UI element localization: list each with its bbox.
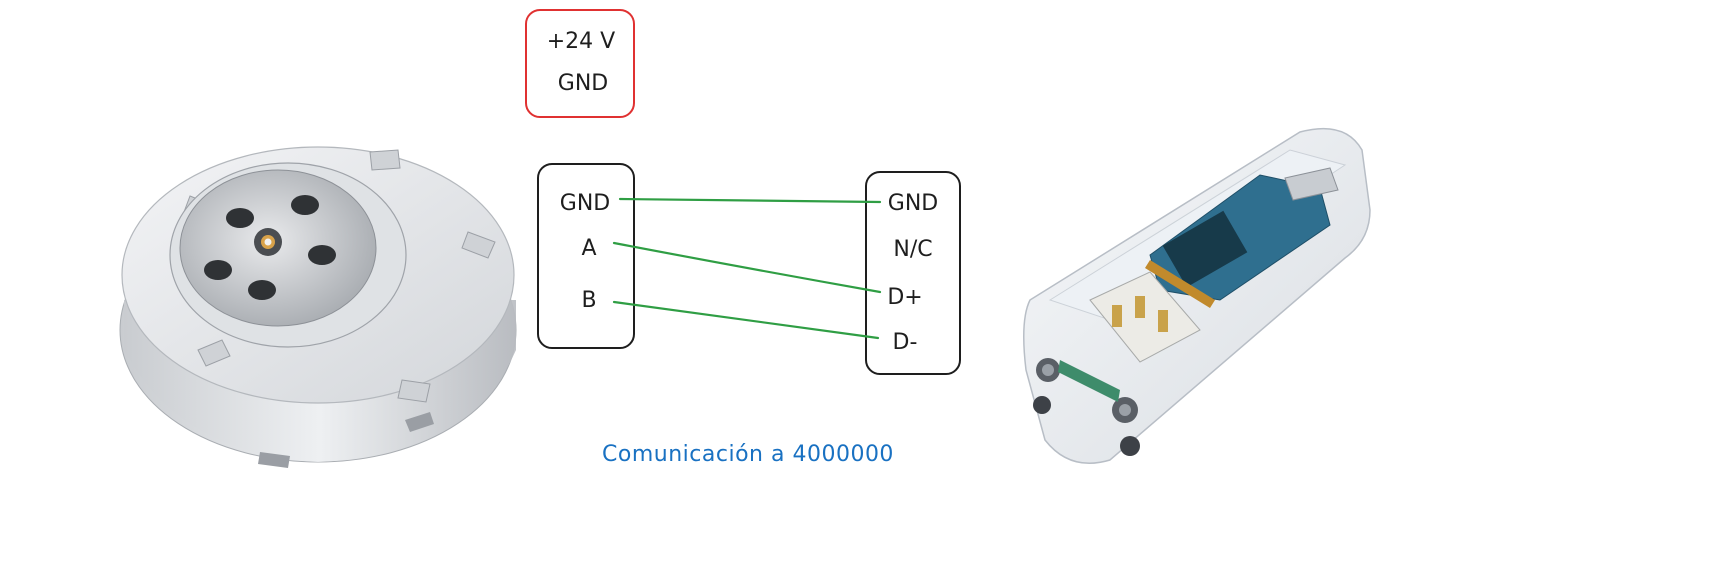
- wire-a-dplus: [612, 241, 882, 294]
- power-positive-label: +24 V: [547, 29, 615, 54]
- wire-b-dminus: [612, 300, 880, 340]
- adapter-pin-gnd: GND: [888, 191, 938, 216]
- adapter-pin-nc: N/C: [893, 237, 932, 262]
- usb-rs485-adapter-image: [1023, 127, 1371, 464]
- motor-pin-gnd: GND: [560, 191, 610, 216]
- motor-pin-b: B: [581, 288, 596, 313]
- adapter-pin-dminus: D-: [893, 330, 918, 355]
- adapter-connector-box: GND N/C D+ D-: [865, 171, 961, 375]
- power-ground-label: GND: [558, 71, 608, 96]
- wires: [612, 197, 882, 340]
- motor-connector-box: GND A B: [537, 163, 635, 349]
- adapter-pin-dplus: D+: [887, 285, 922, 310]
- wire-gnd-gnd: [618, 197, 882, 204]
- power-box: +24 V GND: [525, 9, 635, 118]
- communication-caption: Comunicación a 4000000: [602, 442, 894, 467]
- motor-image: [119, 146, 517, 468]
- motor-pin-a: A: [581, 236, 596, 261]
